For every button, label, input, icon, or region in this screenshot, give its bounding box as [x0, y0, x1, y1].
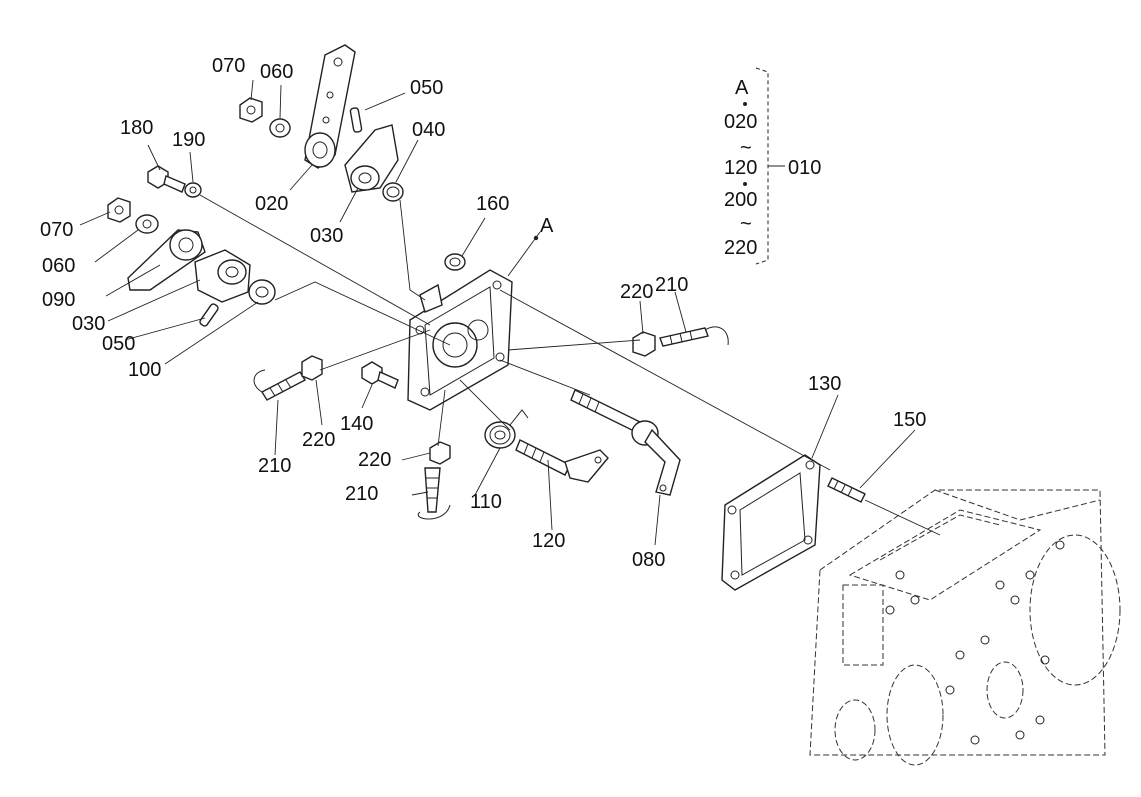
label-060-left: 060 — [42, 255, 75, 277]
bearing-100 — [248, 279, 276, 305]
legend-row-020: 020 — [724, 111, 757, 133]
label-a: A — [540, 215, 554, 237]
legend-bracket — [755, 67, 769, 265]
label-110: 110 — [470, 491, 502, 513]
washer-060-top — [269, 118, 291, 138]
leader-lines — [79, 79, 916, 546]
label-030-left: 030 — [72, 313, 105, 335]
cover-plate — [407, 269, 513, 411]
bolt-140 — [361, 361, 399, 389]
nut-220-left — [301, 355, 323, 381]
legend-row-220: 220 — [724, 237, 757, 259]
spring-110 — [484, 409, 529, 449]
label-100: 100 — [128, 359, 161, 381]
seal-160 — [444, 253, 466, 271]
pin-050-top — [349, 107, 363, 133]
label-210-bottom: 210 — [345, 483, 378, 505]
nut-070-top — [239, 97, 263, 123]
label-210-left: 210 — [258, 455, 291, 477]
stud-210-right — [659, 326, 729, 347]
label-060-top: 060 — [260, 61, 293, 83]
label-130: 130 — [808, 373, 841, 395]
label-210-right: 210 — [655, 274, 688, 296]
label-030-top: 030 — [310, 225, 343, 247]
label-190: 190 — [172, 129, 205, 151]
nut-220-right — [632, 331, 656, 357]
assembly-lines — [199, 194, 941, 536]
label-220-left: 220 — [302, 429, 335, 451]
gasket-130 — [721, 454, 821, 591]
label-220-bottom: 220 — [358, 449, 391, 471]
legend-row-200: 200 — [724, 189, 757, 211]
washer-190 — [184, 182, 202, 198]
marker-a — [533, 235, 539, 241]
label-140: 140 — [340, 413, 373, 435]
engine-block — [809, 489, 1121, 766]
o-ring-040 — [382, 182, 404, 202]
legend-head: A — [735, 77, 749, 99]
pin-050-left — [199, 303, 219, 327]
nut-070-left — [107, 197, 131, 223]
label-160: 160 — [476, 193, 509, 215]
label-050-left: 050 — [102, 333, 135, 355]
nut-220-bottom — [429, 441, 451, 465]
stud-210-bottom — [417, 467, 451, 520]
label-040: 040 — [412, 119, 445, 141]
bolt-180 — [147, 165, 186, 193]
label-050-top: 050 — [410, 77, 443, 99]
stud-150 — [827, 477, 866, 503]
shaft-lever-080 — [570, 389, 681, 496]
legend-tilde-1: ~ — [740, 137, 752, 159]
lever-020 — [304, 44, 356, 169]
label-080: 080 — [632, 549, 665, 571]
label-180: 180 — [120, 117, 153, 139]
legend-ref-010: 010 — [788, 157, 821, 179]
label-220-right: 220 — [620, 281, 653, 303]
label-070-top: 070 — [212, 55, 245, 77]
label-150: 150 — [893, 409, 926, 431]
assembly-legend: A 020 ~ 120 200 ~ 220 010 — [724, 67, 821, 265]
shaft-120 — [515, 439, 609, 483]
washer-060-left — [135, 214, 159, 234]
label-020: 020 — [255, 193, 288, 215]
label-070-left: 070 — [40, 219, 73, 241]
lever-arm-030-top — [344, 124, 399, 193]
lever-arm-030-left — [194, 249, 251, 303]
part-labels: 070 060 050 040 180 190 020 030 070 060 … — [40, 55, 926, 571]
legend-row-120: 120 — [724, 157, 757, 179]
legend-tilde-2: ~ — [740, 213, 752, 235]
label-120: 120 — [532, 530, 565, 552]
stud-210-left — [253, 369, 306, 401]
label-090: 090 — [42, 289, 75, 311]
lever-090 — [127, 229, 206, 291]
